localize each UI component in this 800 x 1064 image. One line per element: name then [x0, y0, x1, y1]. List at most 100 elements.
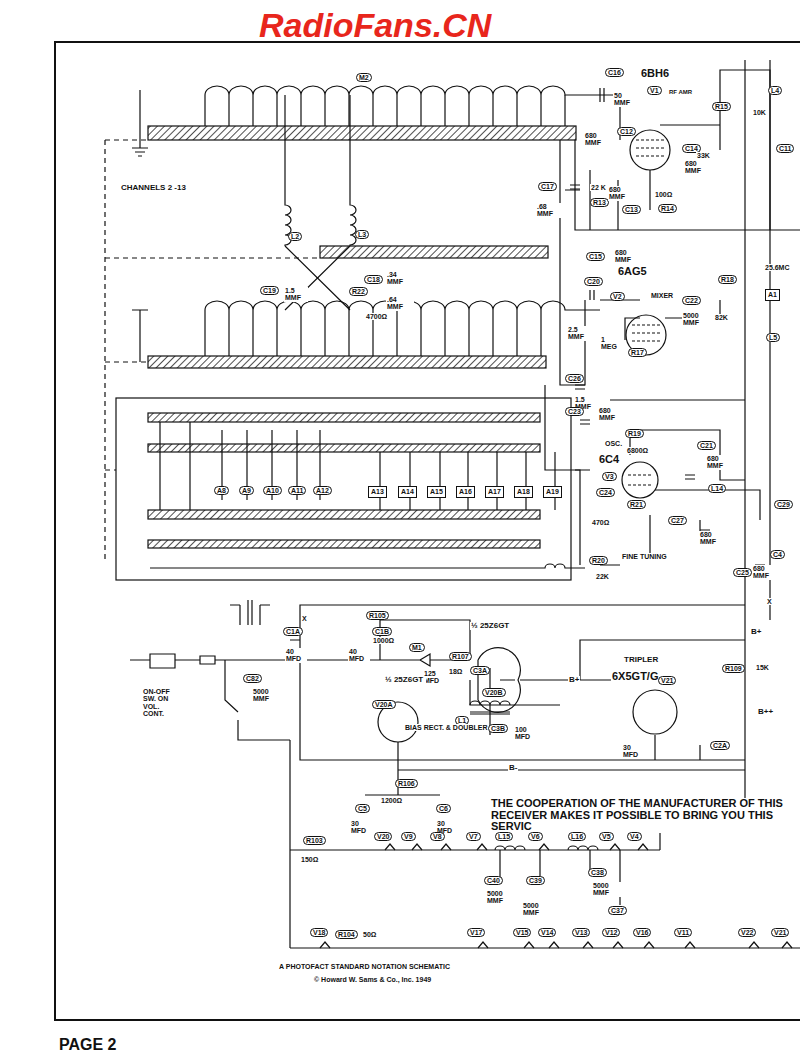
callout-number: V18: [310, 928, 328, 937]
coil-label: A18: [517, 488, 530, 495]
coil-box: A17: [485, 486, 504, 498]
coil-label: A15: [430, 488, 443, 495]
callout-number: R22: [349, 287, 368, 296]
callout-number: C39: [526, 876, 545, 885]
callout-number: C22: [682, 296, 701, 305]
callout-number: L3: [355, 230, 369, 239]
callout-number: V11: [674, 928, 692, 937]
callout-number: A8: [214, 486, 229, 495]
callout-number: V7: [466, 832, 481, 841]
coil-box: A1: [765, 289, 780, 301]
coil-box: A16: [456, 486, 475, 498]
callout-number: V20A: [372, 700, 396, 709]
part-label: 100 MFD: [514, 726, 538, 741]
watermark: RadioFans.CN: [258, 8, 492, 44]
tuner-strip: [148, 356, 546, 368]
callout-number: R107: [449, 652, 472, 661]
callout-number: C40: [484, 876, 503, 885]
callout-number: L4: [768, 86, 782, 95]
heater-symbols: [320, 844, 792, 948]
part-label: 680 MMF: [598, 407, 626, 422]
callout-number: C82: [243, 674, 262, 683]
part-label: 5000 MMF: [682, 312, 714, 327]
callout-number: C29: [774, 500, 793, 509]
callout-number: V9: [401, 832, 416, 841]
part-label: 125 MFD: [423, 670, 447, 685]
callout-number: C16: [605, 68, 624, 77]
part-label: B++: [757, 708, 774, 716]
part-label: 5000 MMF: [486, 890, 518, 905]
tuner-strip: [148, 413, 540, 422]
callout-number: R103: [303, 836, 326, 845]
part-label: 1200Ω: [380, 797, 403, 804]
oscillator-frame: [116, 398, 571, 580]
page-frame: [55, 42, 800, 1020]
coil-box: A18: [514, 486, 533, 498]
part-label: X: [301, 615, 308, 622]
callout-number: C26: [565, 374, 584, 383]
power-transformer: [230, 600, 270, 625]
callout-number: R20: [589, 556, 608, 565]
part-label: 680 MMF: [614, 249, 642, 264]
part-label: TRIPLER: [623, 656, 659, 664]
part-label: 50 MMF: [613, 92, 637, 107]
part-label: OSC.: [604, 440, 623, 447]
tuner-strip: [148, 444, 540, 452]
callout-number: C21: [697, 441, 716, 450]
tap-lines: [205, 95, 565, 356]
callout-number: V13: [572, 928, 590, 937]
callout-number: R109: [722, 664, 745, 673]
part-label: 680 MMF: [584, 132, 612, 147]
ground-symbol: [132, 90, 148, 362]
callout-number: C4: [770, 550, 785, 559]
callout-number: C1B: [372, 627, 392, 636]
part-label: 30 MFD: [350, 820, 370, 835]
part-label: 5000 MMF: [592, 882, 624, 897]
callout-number: C3B: [488, 724, 508, 733]
callout-number: R17: [628, 348, 647, 357]
callout-number: C24: [596, 488, 615, 497]
tube-v1: [630, 130, 670, 170]
callout-number: R19: [625, 429, 644, 438]
callout-number: L15: [495, 832, 513, 841]
callout-number: V22: [738, 928, 756, 937]
part-label: 30 MFD: [622, 744, 642, 759]
tuner-strip: [148, 510, 540, 519]
callout-number: A9: [239, 486, 254, 495]
dashed-link: [105, 140, 320, 560]
capacitor-symbols: [570, 88, 765, 569]
coil-label: A1: [768, 291, 777, 298]
callout-number: C12: [617, 127, 636, 136]
part-label: 40 MFD: [348, 648, 370, 663]
fine-tuning-coil: [150, 564, 585, 568]
callout-number: V5: [599, 832, 614, 841]
part-label: X: [766, 598, 773, 605]
callout-number: M1: [409, 643, 425, 652]
part-label: 1 MEG: [600, 336, 620, 351]
part-label: 150Ω: [300, 856, 319, 863]
callout-number: V15: [513, 928, 531, 937]
part-label: 5000 MMF: [522, 902, 554, 917]
callout-number: V12: [602, 928, 620, 937]
callout-number: R14: [658, 204, 677, 213]
choke-l1: [470, 701, 510, 714]
callout-number: C18: [364, 275, 383, 284]
part-label: RF AMR: [668, 89, 693, 95]
part-label: 6AG5: [617, 266, 648, 278]
part-label: FINE TUNING: [621, 553, 668, 560]
callout-number: V6: [528, 832, 543, 841]
callout-number: C11: [776, 144, 794, 153]
callout-number: C17: [538, 182, 557, 191]
callout-number: C5: [355, 804, 370, 813]
part-label: 5000 MMF: [252, 688, 284, 703]
coil-box: A14: [398, 486, 417, 498]
part-label: 4700Ω: [365, 313, 388, 320]
part-label: 22 K: [590, 184, 607, 191]
callout-number: L2: [288, 232, 302, 241]
part-label: CHANNELS 2 -13: [120, 184, 187, 192]
callout-number: R18: [718, 275, 737, 284]
tube-v3: [622, 462, 658, 498]
part-label: 82K: [714, 314, 729, 321]
part-label: .64 MMF: [386, 296, 414, 311]
